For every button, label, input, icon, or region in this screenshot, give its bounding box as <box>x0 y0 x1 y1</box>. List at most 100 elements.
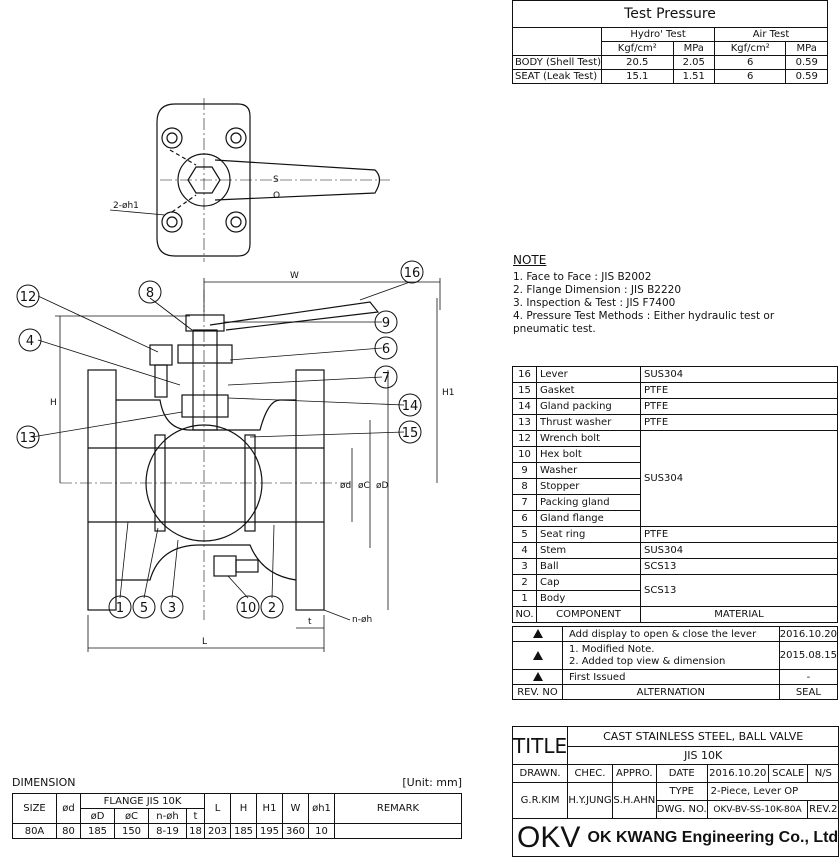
dim-cell: 80 <box>56 823 81 839</box>
header-cell: FLANGE JIS 10K <box>80 793 205 809</box>
header-cell: H <box>230 793 257 824</box>
balloon-label: 12 <box>20 290 37 305</box>
dim-L: L <box>202 637 207 647</box>
part-material: SUS304 <box>640 542 838 559</box>
rev-date: - <box>778 669 839 685</box>
balloon-16 <box>400 260 424 284</box>
dim-nh: n-øh <box>352 615 372 625</box>
rev-mark <box>512 669 563 685</box>
part-no: 7 <box>512 494 537 511</box>
dim-cell: 185 <box>230 823 257 839</box>
part-material: SUS304 <box>640 430 838 527</box>
balloon-label: 5 <box>140 601 148 616</box>
balloon-13 <box>16 425 40 449</box>
balloon-4 <box>18 328 42 352</box>
balloon-10 <box>236 595 260 619</box>
balloon-5 <box>132 595 156 619</box>
table-row: 80A 80 185 150 8-19 18 203 185 195 360 1… <box>12 823 462 839</box>
rev-number: REV.2 <box>807 800 840 819</box>
top-view <box>109 98 390 262</box>
part-no: 1 <box>512 590 537 607</box>
value-cell: 0.59 <box>785 55 828 70</box>
dimension-table: SIZE ød FLANGE JIS 10K L H H1 W øh1 REMA… <box>12 793 462 839</box>
part-name: Seat ring <box>536 526 641 543</box>
value-cell: 1.51 <box>672 69 716 84</box>
dim-d: ød <box>340 481 351 491</box>
header-cell: NO. <box>512 606 537 623</box>
note-item: 4. Pressure Test Methods : Either hydrau… <box>513 310 775 335</box>
unit-cell: MPa <box>785 41 828 56</box>
dwg-number: OKV-BV-SS-10K-80A <box>706 800 809 819</box>
rev-text: 1. Modified Note. 2. Added top view & di… <box>562 641 780 670</box>
title-label: TITLE <box>511 726 569 765</box>
revision-triangle-icon <box>532 672 543 681</box>
dim-H1: H1 <box>442 388 455 398</box>
part-name: Washer <box>536 462 641 479</box>
dim-cell: 10 <box>308 823 335 839</box>
date-value: 2016.10.20 <box>706 764 769 783</box>
dim-t: t <box>308 617 312 627</box>
leader-lines <box>31 281 411 599</box>
balloon-1 <box>108 595 132 619</box>
part-name: Thrust washer <box>536 414 641 431</box>
dim-cell: 360 <box>282 823 309 839</box>
checked-by: H.Y.JUNG <box>567 782 613 819</box>
dim-cell: 150 <box>114 823 149 839</box>
header-cell: ød <box>56 793 81 824</box>
part-name: Lever <box>536 366 641 383</box>
test-pressure-table: Test Pressure Hydro' Test Air Test Kgf/c… <box>511 0 828 84</box>
air-header: Air Test <box>714 27 828 42</box>
approved-by: S.H.AHN <box>611 782 657 819</box>
header-cell: SEAL <box>778 684 839 700</box>
dim-cell: 80A <box>12 823 57 839</box>
header-cell: COMPONENT <box>536 606 641 623</box>
part-no: 14 <box>512 398 537 415</box>
header-cell: t <box>186 808 205 824</box>
dim-W: W <box>290 271 299 281</box>
value-cell: 0.59 <box>785 69 828 84</box>
header-cell: n-øh <box>148 808 187 824</box>
dimension-unit: [Unit: mm] <box>402 776 462 789</box>
part-no: 16 <box>512 366 537 383</box>
balloon-2 <box>260 595 284 619</box>
notes-block: NOTE 1. Face to Face : JIS B2002 2. Flan… <box>513 254 833 336</box>
part-material: PTFE <box>640 414 838 431</box>
header-cell: MATERIAL <box>640 606 838 623</box>
part-name: Stopper <box>536 478 641 495</box>
part-no: 6 <box>512 510 537 527</box>
balloon-8 <box>138 280 162 304</box>
note-item: 3. Inspection & Test : JIS F7400 <box>513 297 676 309</box>
dim-cell: 203 <box>204 823 231 839</box>
hydro-header: Hydro' Test <box>601 27 716 42</box>
table-row: BODY (Shell Test) 20.5 2.05 6 0.59 <box>511 55 828 70</box>
balloon-7 <box>374 365 398 389</box>
header-cell: REMARK <box>334 793 462 824</box>
part-name: Stem <box>536 542 641 559</box>
corner-cell <box>511 27 603 56</box>
balloon-12 <box>16 284 40 308</box>
part-no: 5 <box>512 526 537 543</box>
dwg-label: DWG. NO. <box>655 800 708 819</box>
dim-cell: 18 <box>186 823 205 839</box>
dim-D: øD <box>376 481 389 491</box>
dim-S: S <box>273 175 279 185</box>
header-cell: SIZE <box>12 793 57 824</box>
balloon-15 <box>398 420 422 444</box>
header-cell: øD <box>80 808 115 824</box>
dim-O: O <box>273 191 280 201</box>
part-material: PTFE <box>640 526 838 543</box>
company-name: OK KWANG Engineering Co., Ltd <box>587 828 839 846</box>
scale-value: N/S <box>807 764 840 783</box>
header-cell: REV. NO <box>512 684 563 700</box>
title-line-2: JIS 10K <box>567 746 840 765</box>
part-no: 2 <box>512 574 537 591</box>
